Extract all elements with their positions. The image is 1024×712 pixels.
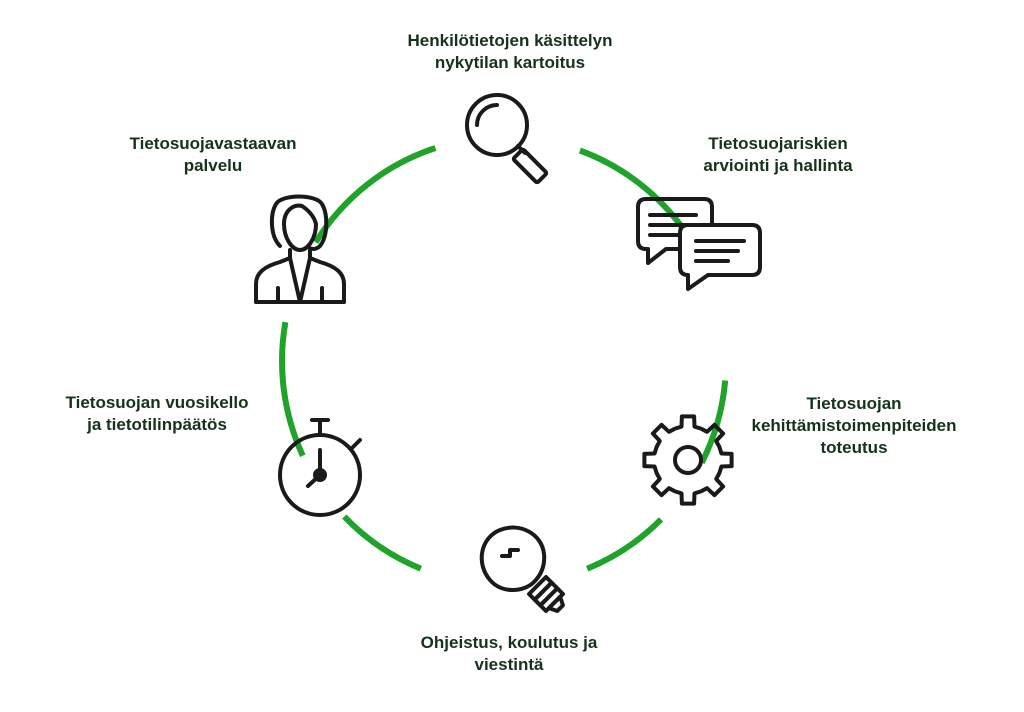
step-label-mapping: Henkilötietojen käsittelyn nykytilan kar…: [407, 31, 613, 72]
person-icon: [250, 188, 350, 308]
chat-bubbles-icon: [632, 195, 767, 295]
ring-arc-4: [342, 514, 422, 572]
stopwatch-icon: [270, 412, 375, 522]
magnifier-icon: [455, 85, 565, 190]
step-label-implementation: Tietosuojan kehittämistoimenpiteiden tot…: [751, 394, 957, 457]
gear-icon: [640, 412, 736, 508]
ring-arc-3: [586, 517, 664, 572]
ring-arc-2: [699, 380, 729, 465]
step-label-dpo-service: Tietosuojavastaavan palvelu: [129, 134, 297, 175]
step-label-annual-clock: Tietosuojan vuosikello ja tietotilinpäät…: [65, 393, 249, 434]
step-label-risk-assessment: Tietosuojariskien arviointi ja hallinta: [703, 134, 853, 175]
lightbulb-icon: [472, 520, 577, 620]
step-label-training: Ohjeistus, koulutus ja viestintä: [420, 633, 598, 674]
